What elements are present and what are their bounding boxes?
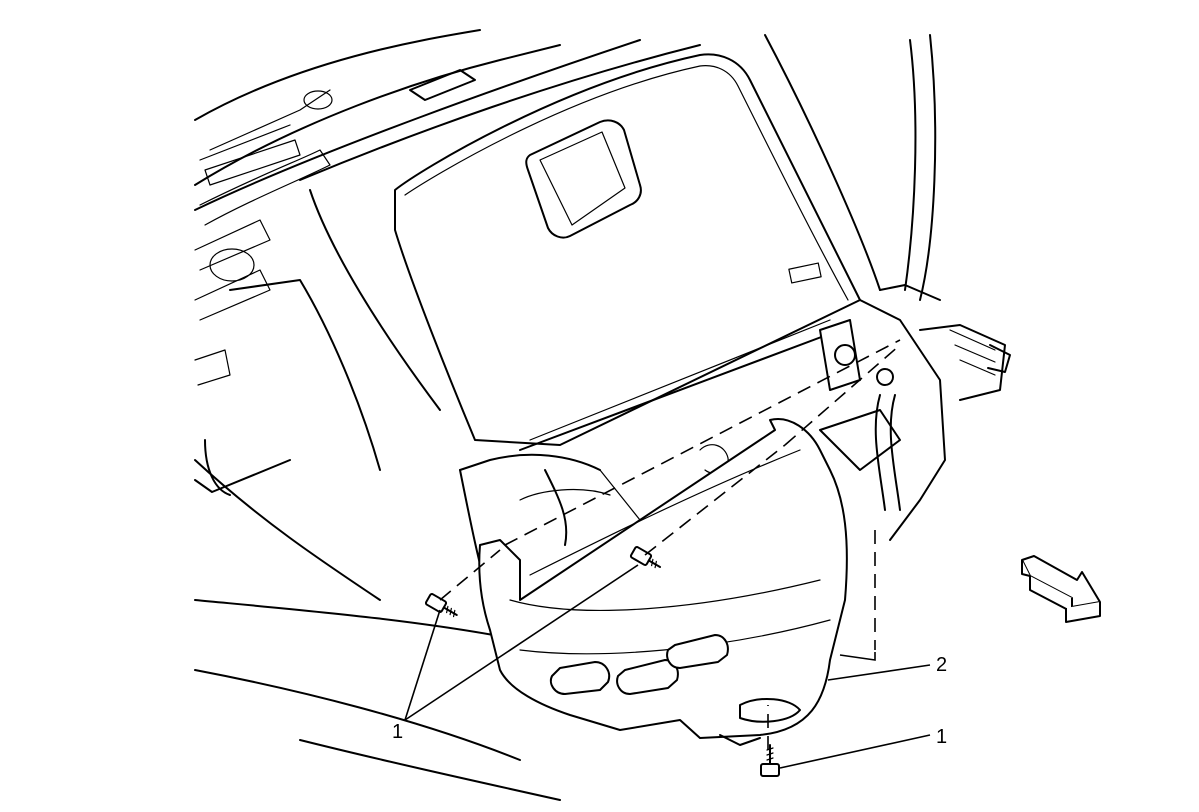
installation-paths: [439, 339, 901, 750]
screw-icon: [424, 593, 458, 618]
lower-dash: [194, 279, 561, 801]
screw-icon: [629, 546, 662, 569]
dashboard-upper: [194, 29, 561, 386]
fasteners: [424, 546, 780, 777]
glove-box-mechanism: [699, 299, 1011, 541]
screw-icon: [760, 744, 780, 777]
callout-panel: 2: [936, 654, 947, 676]
leader-lines: [404, 564, 931, 769]
glove-box-door: [394, 53, 861, 451]
door-frame-right: [764, 34, 941, 301]
callout-fastener-upper: 1: [392, 721, 403, 743]
lower-trim-panel: [478, 418, 848, 746]
callout-fastener-lower: 1: [936, 726, 947, 748]
forward-arrow-icon: [1021, 555, 1101, 623]
dashboard-ridge: [194, 39, 701, 411]
